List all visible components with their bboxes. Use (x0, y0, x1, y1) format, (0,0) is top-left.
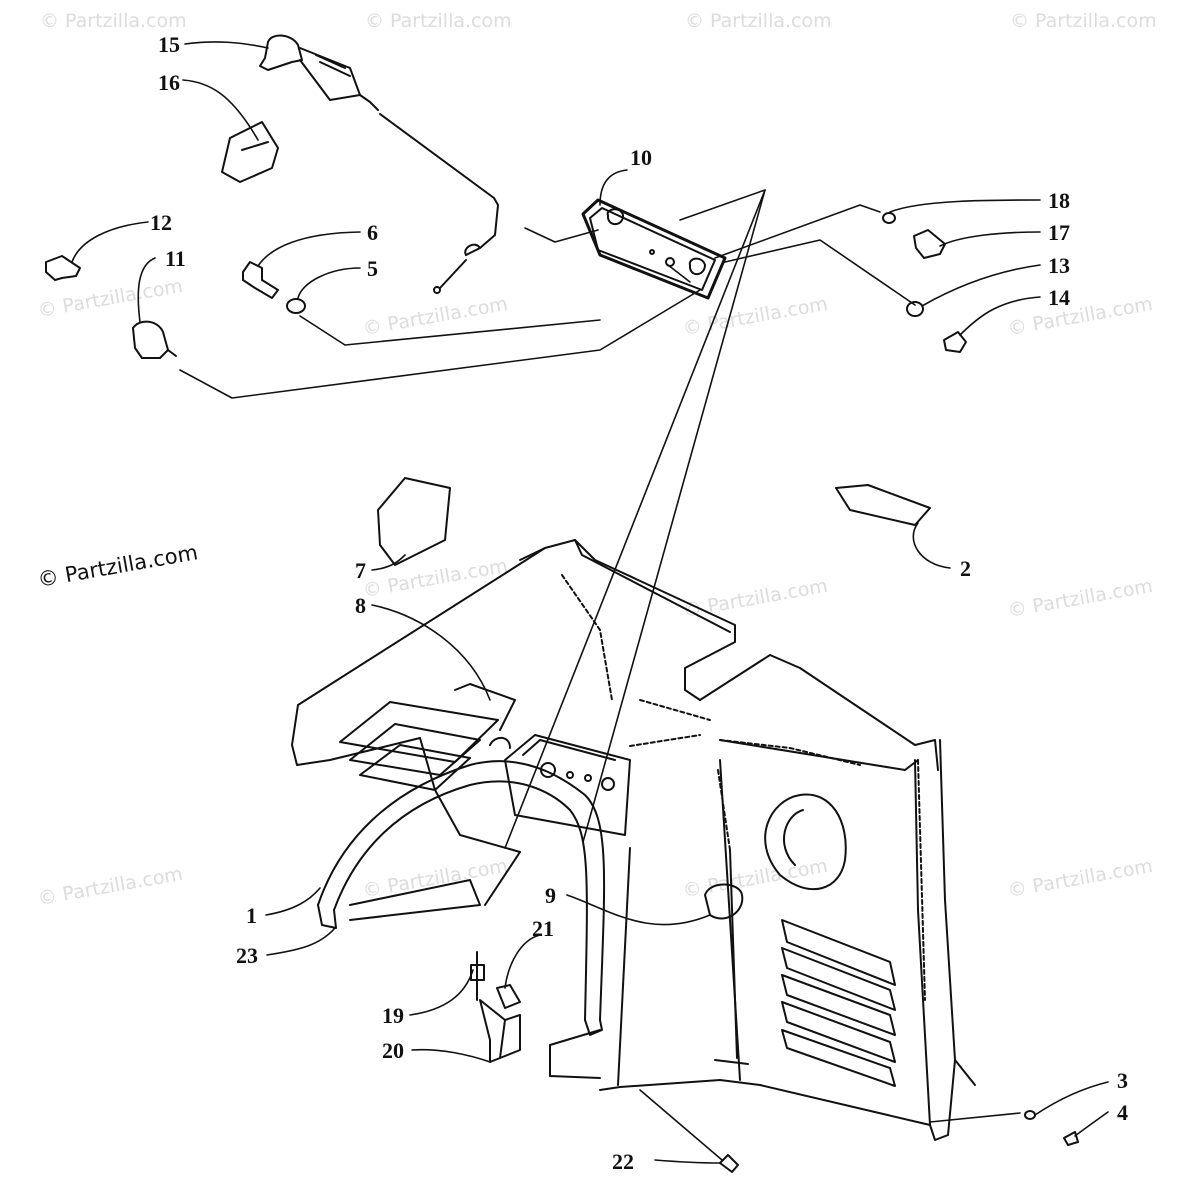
callout-21: 21 (532, 916, 554, 941)
clip-12 (45, 255, 81, 281)
cable-end (439, 259, 467, 289)
callout-7: 7 (355, 558, 366, 583)
watermark: © Partzilla.com (365, 10, 512, 32)
screw-22 (719, 1154, 739, 1173)
watermark: © Partzilla.com (1010, 10, 1157, 32)
callout-19: 19 (382, 1003, 404, 1028)
bracket-16 (221, 121, 279, 183)
callout-22: 22 (612, 1149, 634, 1174)
switch-11 (132, 320, 169, 359)
callout-9: 9 (545, 883, 556, 908)
callout-8: 8 (355, 593, 366, 618)
screw-4 (1063, 1131, 1079, 1146)
washer-3 (1024, 1110, 1036, 1120)
leader-lines (179, 189, 1021, 1161)
callout-23: 23 (236, 943, 258, 968)
switch-11 (167, 349, 177, 357)
choke-handle-15 (259, 34, 379, 111)
watermark: © Partzilla.com (40, 10, 187, 32)
callout-18: 18 (1048, 188, 1070, 213)
callout-10: 10 (630, 145, 652, 170)
callout-14: 14 (1048, 285, 1070, 310)
bracket-16 (241, 141, 269, 151)
callout-1: 1 (246, 903, 257, 928)
cable-end (433, 286, 441, 294)
callout-15: 15 (158, 32, 180, 57)
washer-13 (906, 301, 924, 317)
clip-21 (496, 984, 521, 1009)
callout-20: 20 (382, 1038, 404, 1063)
screw-6 (242, 261, 279, 299)
hood-shell (291, 539, 976, 1141)
cable-end (464, 243, 481, 256)
callout-16: 16 (158, 70, 180, 95)
choke-cable (379, 113, 499, 256)
callout-12: 12 (150, 210, 172, 235)
callout-5: 5 (367, 256, 378, 281)
bracket-20 (479, 999, 506, 1063)
bracket-20 (499, 1014, 521, 1059)
callout-4: 4 (1117, 1100, 1128, 1125)
decal-7 (377, 477, 451, 566)
callout-2: 2 (960, 556, 971, 581)
watermark: © Partzilla.com (685, 10, 832, 32)
decal-2 (835, 484, 931, 526)
callout-leaders (71, 41, 1109, 1164)
screw-17 (913, 229, 946, 259)
nut-14 (943, 331, 967, 353)
switch-panel-10 (581, 198, 727, 300)
grommet-9 (704, 883, 744, 920)
callout-17: 17 (1048, 220, 1070, 245)
callout-3: 3 (1117, 1068, 1128, 1093)
callout-11: 11 (165, 246, 186, 271)
bolt-19 (470, 951, 485, 1001)
callout-6: 6 (367, 220, 378, 245)
callout-13: 13 (1048, 253, 1070, 278)
washer-18 (882, 212, 896, 224)
washer-5 (286, 298, 306, 314)
